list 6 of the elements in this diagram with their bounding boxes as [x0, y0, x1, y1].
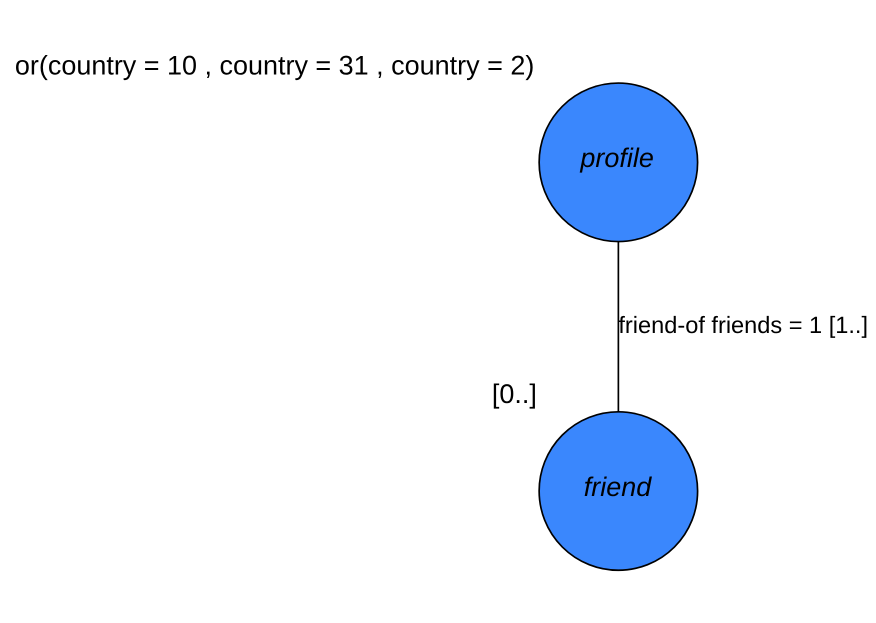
node-circle: profile	[538, 82, 698, 242]
node-label: or(country = 10 , country = 31 , country = 2)	[14, 50, 534, 80]
connector	[618, 242, 620, 412]
node-label: [0..]	[492, 379, 537, 410]
node-circle: friend	[538, 410, 698, 572]
edge-label: friend-of friends = 1 [1..]	[618, 312, 868, 338]
